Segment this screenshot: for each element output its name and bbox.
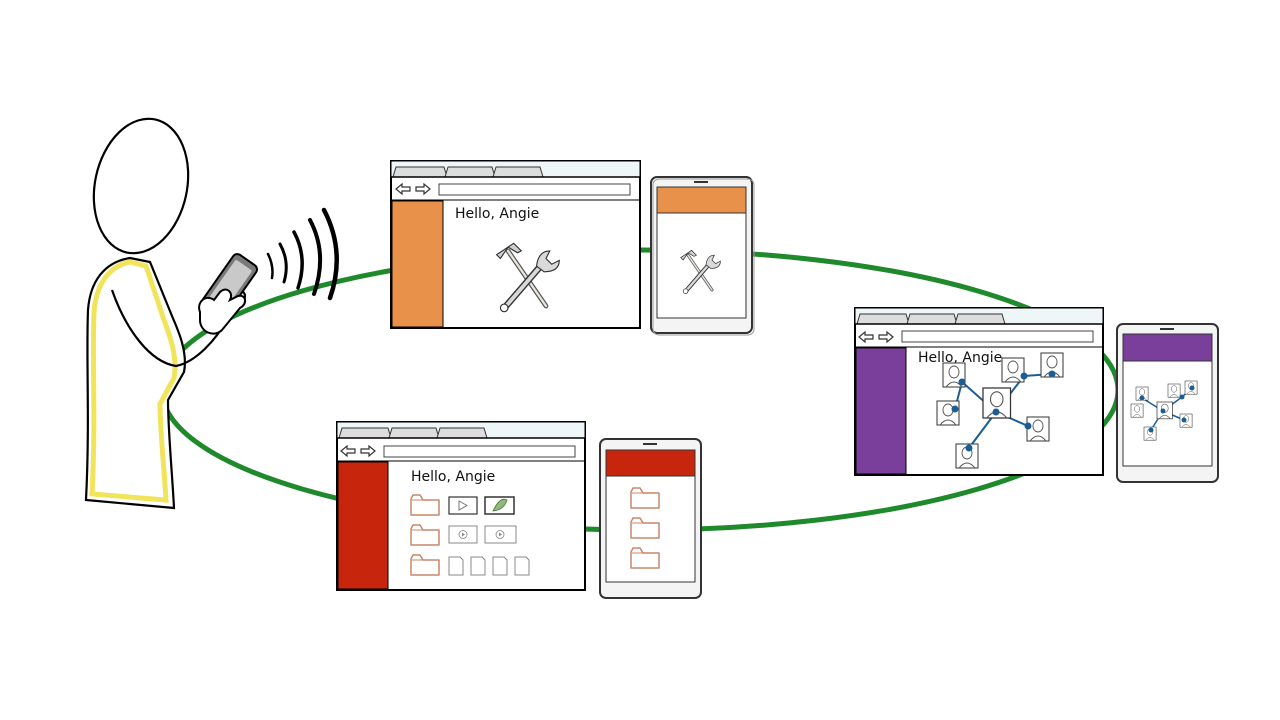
browser-window-people: Hello, Angie — [854, 307, 1104, 476]
video-file-icon[interactable] — [448, 496, 478, 515]
tablet-header-accent — [605, 449, 696, 477]
document-icon[interactable] — [470, 556, 486, 576]
back-arrow-icon[interactable] — [340, 444, 356, 458]
forward-arrow-icon[interactable] — [878, 330, 894, 344]
browser-tab[interactable] — [392, 166, 448, 178]
browser-window-files: Hello, Angie — [336, 421, 586, 591]
people-network-icon — [1130, 380, 1198, 441]
person-arm — [110, 289, 246, 368]
sidebar-accent — [855, 347, 907, 475]
video-file-icon[interactable] — [484, 525, 517, 544]
address-bar[interactable] — [901, 330, 1094, 343]
greeting-text: Hello, Angie — [455, 206, 539, 222]
contact-card[interactable] — [936, 400, 960, 426]
tablet-header-accent — [656, 186, 747, 214]
contact-card[interactable] — [1167, 383, 1181, 398]
tablet-header-accent — [1122, 333, 1213, 362]
people-network-icon — [936, 352, 1064, 469]
browser-tab[interactable] — [388, 427, 440, 439]
person-figure — [84, 117, 339, 510]
greeting-text: Hello, Angie — [918, 350, 1002, 366]
tablet-tools — [650, 176, 755, 336]
greeting-text: Hello, Angie — [411, 469, 495, 485]
image-file-icon[interactable] — [484, 496, 515, 515]
sidebar-accent — [337, 461, 389, 590]
browser-tab[interactable] — [338, 427, 392, 439]
contact-card[interactable] — [1026, 416, 1050, 442]
browser-tab[interactable] — [856, 313, 910, 325]
tablet-files — [599, 438, 702, 599]
browser-tab[interactable] — [906, 313, 958, 325]
address-bar[interactable] — [438, 183, 631, 196]
address-bar[interactable] — [383, 445, 576, 458]
contact-card[interactable] — [1130, 403, 1144, 418]
browser-tab[interactable] — [436, 427, 488, 439]
person-head — [92, 117, 190, 255]
browser-tab[interactable] — [444, 166, 496, 178]
browser-tab[interactable] — [492, 166, 544, 178]
forward-arrow-icon[interactable] — [360, 444, 376, 458]
person-body — [84, 256, 186, 510]
document-icon[interactable] — [448, 556, 464, 576]
wifi-signal-icon — [266, 207, 339, 301]
browser-tab[interactable] — [954, 313, 1006, 325]
back-arrow-icon[interactable] — [858, 330, 874, 344]
back-arrow-icon[interactable] — [395, 182, 411, 196]
forward-arrow-icon[interactable] — [415, 182, 431, 196]
sidebar-accent — [391, 200, 444, 328]
contact-card[interactable] — [1001, 357, 1025, 383]
document-icon[interactable] — [492, 556, 508, 576]
tablet-people — [1116, 323, 1219, 483]
hand — [198, 288, 246, 335]
video-file-icon[interactable] — [448, 525, 478, 544]
document-icon[interactable] — [514, 556, 530, 576]
browser-window-tools: Hello, Angie — [390, 160, 641, 329]
